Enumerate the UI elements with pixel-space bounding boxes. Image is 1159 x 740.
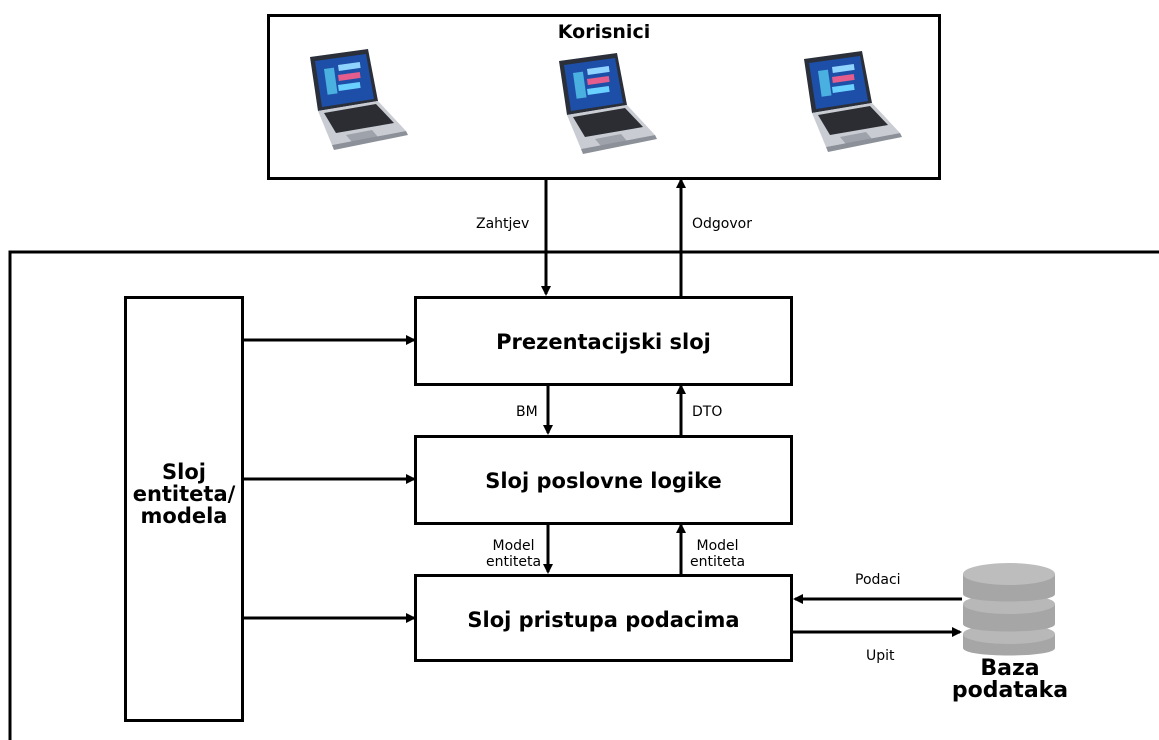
entity-layer-box: Sloj entiteta/ modela	[124, 296, 244, 722]
query-label: Upit	[866, 648, 895, 664]
database-icon	[963, 563, 1055, 656]
dto-label: DTO	[692, 404, 723, 420]
data-label: Podaci	[855, 572, 901, 588]
data-access-layer-title: Sloj pristupa podacima	[467, 608, 740, 632]
business-layer-title: Sloj poslovne logike	[485, 469, 722, 493]
bm-label: BM	[516, 404, 538, 420]
entity-layer-title: Sloj entiteta/ modela	[132, 460, 236, 528]
request-label: Zahtjev	[476, 216, 530, 232]
system-boundary	[8, 250, 1159, 740]
business-layer-box: Sloj poslovne logike	[414, 435, 793, 525]
laptop-icon	[804, 51, 902, 152]
presentation-layer-box: Prezentacijski sloj	[414, 296, 793, 386]
users-box: Korisnici	[267, 14, 941, 180]
laptop-icon	[559, 53, 657, 154]
laptop-icon	[310, 49, 408, 150]
presentation-layer-title: Prezentacijski sloj	[496, 330, 711, 354]
users-title: Korisnici	[557, 21, 651, 43]
data-access-layer-box: Sloj pristupa podacima	[414, 574, 793, 662]
response-label: Odgovor	[692, 216, 752, 232]
